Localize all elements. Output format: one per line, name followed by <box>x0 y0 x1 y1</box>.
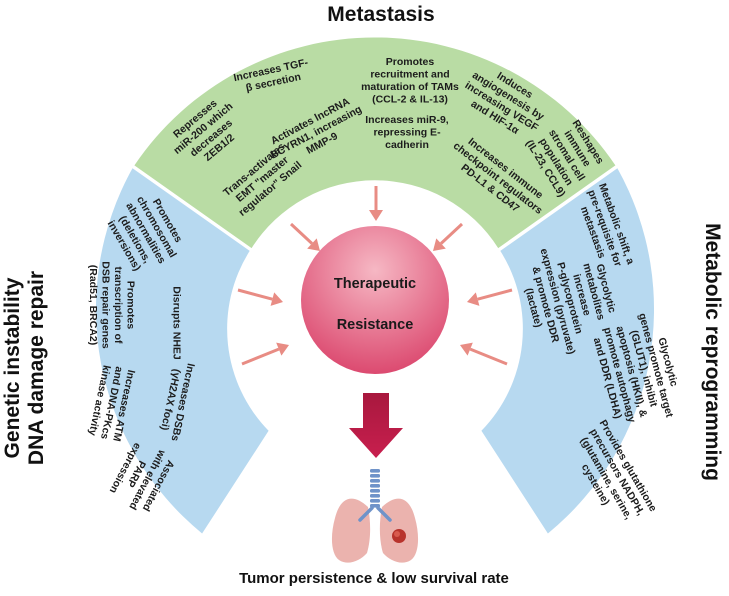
metabolic-reprogramming-title: Metabolic reprogramming <box>701 223 724 481</box>
trachea-ring <box>370 494 380 498</box>
genetic-instability-title: Genetic instability <box>1 277 24 458</box>
label-item: Increases miR-9,repressing E-cadherin <box>365 114 449 151</box>
genetic-instability-band <box>95 168 269 534</box>
label-line: Increases miR-9, <box>365 114 449 126</box>
arrow-shaft <box>440 222 464 245</box>
label-line: transcription of <box>112 266 124 344</box>
arrow-head <box>460 342 473 356</box>
arrows-to-center <box>237 186 513 366</box>
label-item: Promoteschromosomalabnormalities(deletio… <box>102 188 190 279</box>
label-line: repressing E- <box>373 127 441 139</box>
arrow-shaft <box>469 347 508 366</box>
arrow-head <box>369 210 383 221</box>
arrow-shaft <box>237 288 273 301</box>
dna-damage-repair-title: DNA damage repair <box>25 271 48 465</box>
left-lung <box>331 498 371 563</box>
label-line: Disrupts NHEJ <box>171 286 183 360</box>
center-label-line1: Therapeutic <box>334 276 416 292</box>
trachea-ring <box>370 474 380 478</box>
arrow-shaft <box>289 222 313 245</box>
label-item: Promotestranscription ofDSB repair genes… <box>87 261 137 349</box>
trachea-ring <box>370 469 380 473</box>
arrow-shaft <box>477 288 513 301</box>
label-line: DSB repair genes <box>99 261 111 349</box>
therapeutic-resistance-circle <box>301 226 449 374</box>
label-line: (Rad51, BRCA2) <box>87 265 99 346</box>
arrow-head <box>467 292 480 306</box>
label-line: Promotes <box>386 56 435 68</box>
center-label-line2: Resistance <box>337 317 414 333</box>
arrow-head <box>433 238 446 251</box>
trachea-ring <box>370 499 380 503</box>
label-item: Increases ATMand DNA-PKcskinase activity <box>86 363 138 443</box>
metabolic-reprogramming-band <box>481 168 655 534</box>
lungs-icon <box>331 469 419 563</box>
bottom-caption: Tumor persistence & low survival rate <box>239 570 509 587</box>
trachea <box>358 469 392 522</box>
label-line: Promotes <box>124 281 136 330</box>
trachea-ring <box>370 479 380 483</box>
label-line: (CCL-2 & IL-13) <box>372 93 448 105</box>
metastasis-band <box>134 37 616 249</box>
tumor-icon-core <box>394 531 400 537</box>
label-line: maturation of TAMs <box>361 81 459 93</box>
arrow-head <box>270 292 283 306</box>
arrow-head <box>276 342 289 356</box>
arrow-shaft <box>241 347 280 366</box>
metastasis-title: Metastasis <box>327 3 434 26</box>
label-line: cadherin <box>385 139 429 151</box>
bronchi <box>358 506 392 522</box>
trachea-ring <box>370 489 380 493</box>
label-item: Disrupts NHEJ <box>171 286 183 360</box>
arrow-head <box>307 238 320 251</box>
label-line: recruitment and <box>370 68 449 80</box>
trachea-ring <box>370 484 380 488</box>
down-arrow-icon <box>349 393 403 458</box>
